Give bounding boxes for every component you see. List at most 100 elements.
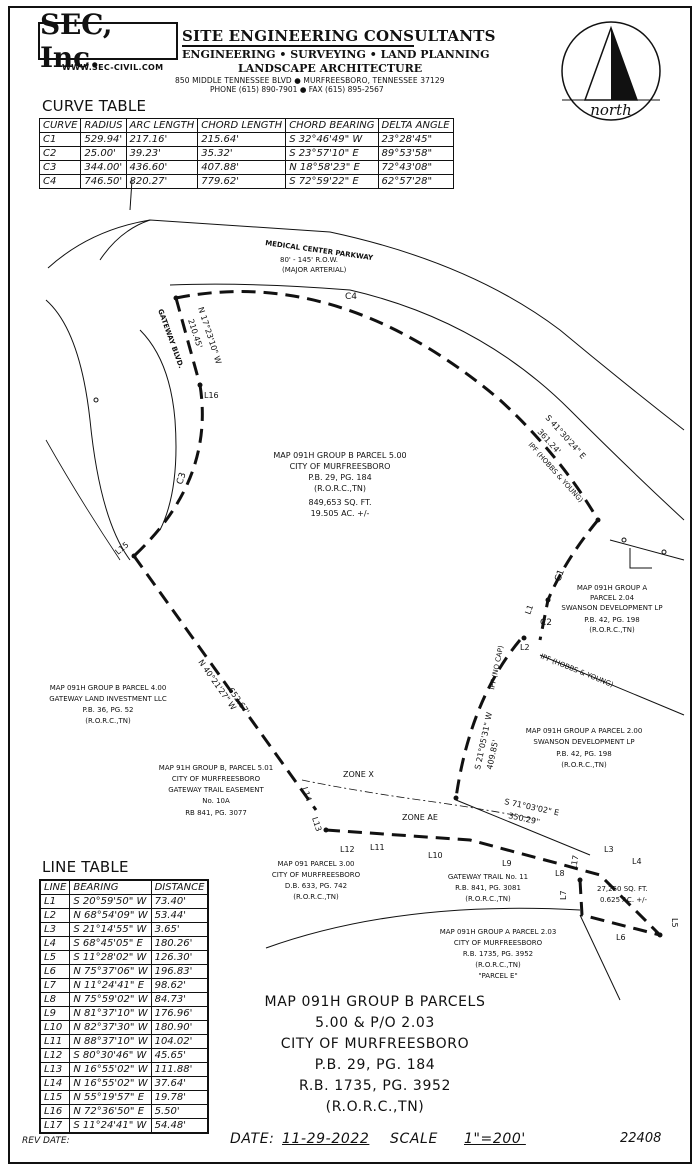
table-row: C1 529.94' 217.16' 215.64' S 32°46'49" W…: [38, 132, 454, 147]
parcel-text: CITY OF MURFREESBORO: [290, 462, 391, 471]
table-cell: 62°57'28": [377, 174, 454, 189]
table-cell: 176.96': [150, 1006, 209, 1021]
header-cell: BEARING: [69, 879, 152, 895]
table-cell: N 75°59'02" W: [69, 992, 152, 1007]
table-cell: N 82°37'30" W: [69, 1020, 152, 1035]
parcel-text: MAP 091H GROUP A: [577, 584, 647, 592]
table-cell: L12: [39, 1048, 71, 1063]
table-cell: 180.90': [150, 1020, 209, 1035]
caption-line: R.B. 1735, PG. 3952: [299, 1078, 451, 1094]
table-cell: L14: [39, 1076, 71, 1091]
parcel-text: CITY OF MURFREESBORO: [172, 775, 261, 783]
parcel-text: (R.O.R.C.,TN): [85, 717, 131, 725]
monument-icon: [93, 397, 99, 403]
table-cell: L6: [39, 964, 71, 979]
date-value: 11-29-2022: [282, 1131, 370, 1147]
adjacent-line-3: [609, 539, 685, 561]
curve-table-header: CURVE RADIUS ARC LENGTH CHORD LENGTH CHO…: [38, 118, 454, 133]
parcel-text: (R.O.R.C.,TN): [465, 895, 511, 903]
table-cell: L2: [39, 908, 71, 923]
ipf-label: IPF (HOBBS & YOUNG): [539, 652, 614, 689]
table-cell: N 68°54'09" W: [69, 908, 152, 923]
parcel-text: MAP 091 PARCEL 3.00: [278, 860, 355, 868]
line-label: L11: [370, 843, 385, 852]
table-cell: S 72°59'22" E: [285, 174, 379, 189]
adjacent-line-2: [455, 799, 591, 856]
line-label: L15: [114, 540, 131, 556]
road-class: (MAJOR ARTERIAL): [282, 266, 347, 274]
adjacent-line: [45, 439, 121, 561]
table-cell: 126.30': [150, 950, 209, 965]
company-name: SITE ENGINEERING CONSULTANTS: [182, 27, 496, 45]
table-row: C2 25.00' 39.23' 35.32' S 23°57'10" E 89…: [38, 146, 454, 161]
monument-icon: [197, 382, 203, 388]
line-label: L3: [604, 845, 614, 854]
company-services: ENGINEERING • SURVEYING • LAND PLANNING: [182, 48, 490, 61]
caption-line: MAP 091H GROUP B PARCELS: [264, 994, 486, 1010]
boundary-west: [132, 555, 318, 811]
parcel-text: P.B. 36, PG. 52: [83, 706, 134, 714]
monument-icon: [545, 597, 551, 603]
monument-icon: [621, 537, 627, 543]
parcel-text: (R.O.R.C.,TN): [589, 626, 635, 634]
parcel-text: GATEWAY TRAIL No. 11: [448, 873, 528, 881]
parcel-label-300: MAP 091 PARCEL 3.00 CITY OF MURFREESBORO…: [272, 860, 361, 901]
table-cell: C4: [38, 174, 82, 189]
table-cell: N 72°36'50" E: [69, 1104, 152, 1119]
table-cell: L13: [39, 1062, 71, 1077]
table-cell: 196.83': [150, 964, 209, 979]
table-cell: L16: [39, 1104, 71, 1119]
table-row: C3 344.00' 436.60' 407.88' N 18°58'23" E…: [38, 160, 454, 175]
parcel-text: RB 841, PG. 3077: [185, 809, 247, 817]
table-cell: 84.73': [150, 992, 209, 1007]
curve-label-c1: C1: [553, 568, 567, 583]
adjacent-parcel-line: [539, 654, 685, 716]
monument-icon: [453, 795, 459, 801]
table-cell: N 11°24'41" E: [69, 978, 152, 993]
line-table-header: LINE BEARING DISTANCE: [39, 879, 209, 895]
company-address: 850 MIDDLE TENNESSEE BLVD ● MURFREESBORO…: [175, 76, 445, 85]
table-cell: 37.64': [150, 1076, 209, 1091]
ipf-label: IPF (NO CAP): [488, 645, 505, 691]
table-row: C4 746.50' 820.27' 779.62' S 72°59'22" E…: [38, 174, 454, 189]
parcel-text: "PARCEL E": [478, 972, 517, 980]
table-cell: S 21°14'55" W: [69, 922, 152, 937]
parcel-text: No. 10A: [202, 797, 230, 805]
adjacent-line-4: [629, 548, 652, 569]
parcel-text: R.B. 1735, PG. 3952: [463, 950, 533, 958]
parcel-text: SWANSON DEVELOPMENT LP: [561, 604, 662, 612]
line-label: L14: [300, 786, 313, 803]
parcel-text: MAP 091H GROUP A PARCEL 2.00: [526, 727, 643, 735]
boundary-l16-segment: [174, 297, 202, 386]
trail-line: [265, 907, 581, 949]
parcel-text: MAP 091H GROUP A PARCEL 2.03: [440, 928, 557, 936]
table-cell: S 80°30'46" W: [69, 1048, 152, 1063]
table-cell: S 11°24'41" W: [69, 1118, 152, 1134]
table-cell: L9: [39, 1006, 71, 1021]
parcel-text: D.B. 633, PG. 742: [285, 882, 347, 890]
curve-table-title: CURVE TABLE: [42, 97, 147, 115]
table-cell: L17: [39, 1118, 71, 1134]
parcel-label-400: MAP 091H GROUP B PARCEL 4.00 GATEWAY LAN…: [49, 684, 167, 725]
table-cell: L10: [39, 1020, 71, 1035]
table-cell: N 88°37'10" W: [69, 1034, 152, 1049]
line-label: L7: [559, 890, 568, 900]
parcel-text: SWANSON DEVELOPMENT LP: [533, 738, 634, 746]
table-cell: N 81°37'10" W: [69, 1006, 152, 1021]
line-label: L13: [310, 816, 323, 833]
table-cell: L4: [39, 936, 71, 951]
parcel-e-area: 27,250 SQ. FT.: [597, 885, 648, 893]
table-cell: L3: [39, 922, 71, 937]
table-cell: N 75°37'06" W: [69, 964, 152, 979]
line-label: L9: [502, 859, 512, 868]
company-website[interactable]: WWW.SEC-CIVIL.COM: [62, 63, 164, 72]
road-curve-nw: [99, 219, 151, 261]
trail-label: GATEWAY TRAIL No. 11 R.B. 841, PG. 3081 …: [448, 873, 528, 903]
